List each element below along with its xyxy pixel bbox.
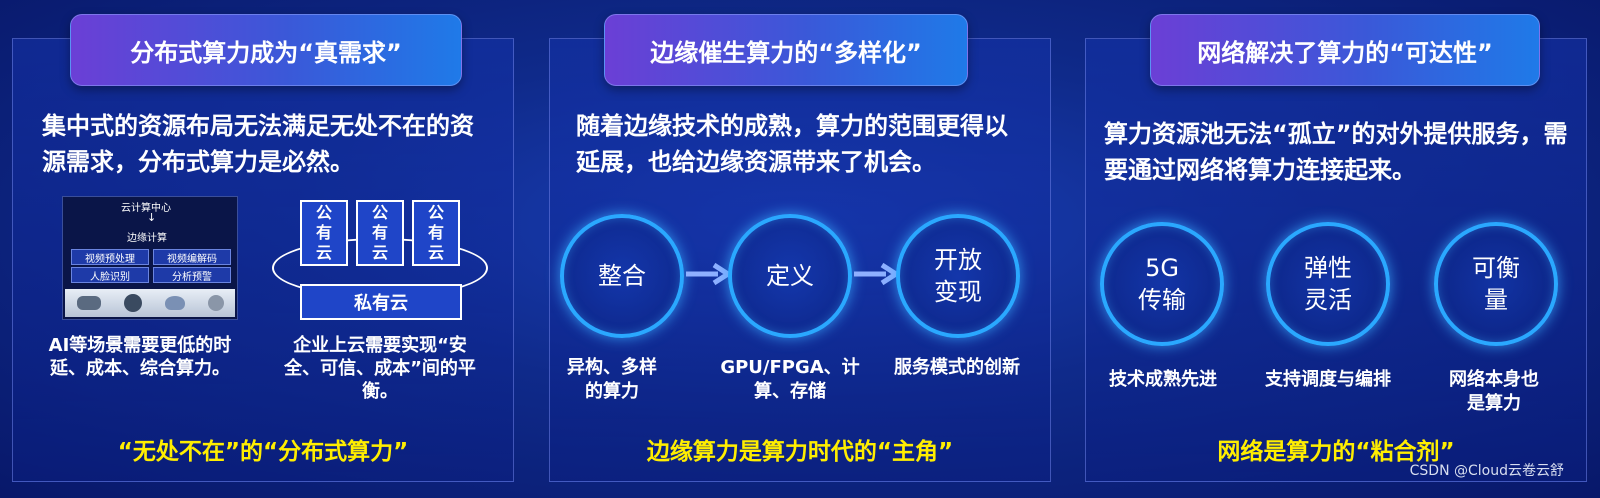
dome-camera-icon: [164, 296, 185, 310]
caption-ai-scenario: AI等场景需要更低的时延、成本、综合算力。: [48, 335, 232, 379]
edge-computing-diagram: 云计算中心 ↓ 边缘计算 视频预处理 视频编解码 人脸识别 分析预警: [62, 196, 238, 320]
caption-service-model: 服务模式的创新: [894, 357, 1020, 378]
fisheye-camera-icon: [207, 295, 224, 311]
caption-enterprise-cloud: 企业上云需要实现“安全、可信、成本”间的平衡。: [284, 335, 476, 402]
ring-integrate: 整合: [560, 214, 684, 338]
down-arrow-icon: ↓: [147, 211, 157, 224]
ring-5g-transmission: 5G 传输: [1100, 222, 1224, 346]
panel-title-network: 网络解决了算力的“可达性”: [1150, 14, 1540, 86]
panel-desc-distributed: 集中式的资源布局无法满足无处不在的资源需求，分布式算力是必然。: [42, 112, 474, 176]
cloud-center-label: 云计算中心: [121, 203, 171, 214]
caption-network-is-compute: 网络本身也是算力: [1449, 369, 1539, 414]
public-cloud-box: 公 有 云: [412, 200, 460, 266]
caption-tech-mature: 技术成熟先进: [1109, 369, 1217, 390]
flow-arrow-icon: [686, 262, 731, 286]
ring-measurable: 可衡 量: [1434, 222, 1558, 346]
panel-desc-network: 算力资源池无法“孤立”的对外提供服务，需要通过网络将算力连接起来。: [1104, 120, 1568, 184]
ptz-camera-icon: [123, 294, 142, 312]
edge-box-face-recognition: 人脸识别: [71, 267, 149, 283]
public-cloud-box: 公 有 云: [356, 200, 404, 266]
panel-footer-distributed: “无处不在”的“分布式算力”: [117, 439, 409, 465]
caption-heterogeneous: 异构、多样的算力: [567, 357, 657, 402]
private-cloud-box: 私有云: [300, 284, 462, 320]
ring-elastic-flexible: 弹性 灵活: [1266, 222, 1390, 346]
flow-arrow-icon: [854, 262, 899, 286]
edge-box-analysis-warning: 分析预警: [153, 267, 231, 283]
caption-gpu-fpga: GPU/FPGA、计算、存储: [720, 357, 860, 402]
watermark: CSDN @Cloud云卷云舒: [1409, 463, 1564, 479]
edge-computing-label: 边缘计算: [127, 233, 167, 244]
camera-strip: [65, 289, 235, 317]
public-cloud-box: 公 有 云: [300, 200, 348, 266]
ring-open-monetize: 开放 变现: [896, 214, 1020, 338]
edge-box-video-codec: 视频编解码: [153, 249, 231, 265]
edge-box-video-preprocess: 视频预处理: [71, 249, 149, 265]
ring-define: 定义: [728, 214, 852, 338]
panel-title-distributed: 分布式算力成为“真需求”: [70, 14, 462, 86]
panel-footer-network: 网络是算力的“粘合剂”: [1217, 439, 1455, 465]
caption-scheduling: 支持调度与编排: [1265, 369, 1391, 390]
panel-footer-edge: 边缘算力是算力时代的“主角”: [646, 439, 954, 465]
panel-desc-edge: 随着边缘技术的成熟，算力的范围更得以延展，也给边缘资源带来了机会。: [576, 112, 1008, 176]
camera-icon: [76, 296, 101, 310]
panel-title-edge: 边缘催生算力的“多样化”: [604, 14, 968, 86]
